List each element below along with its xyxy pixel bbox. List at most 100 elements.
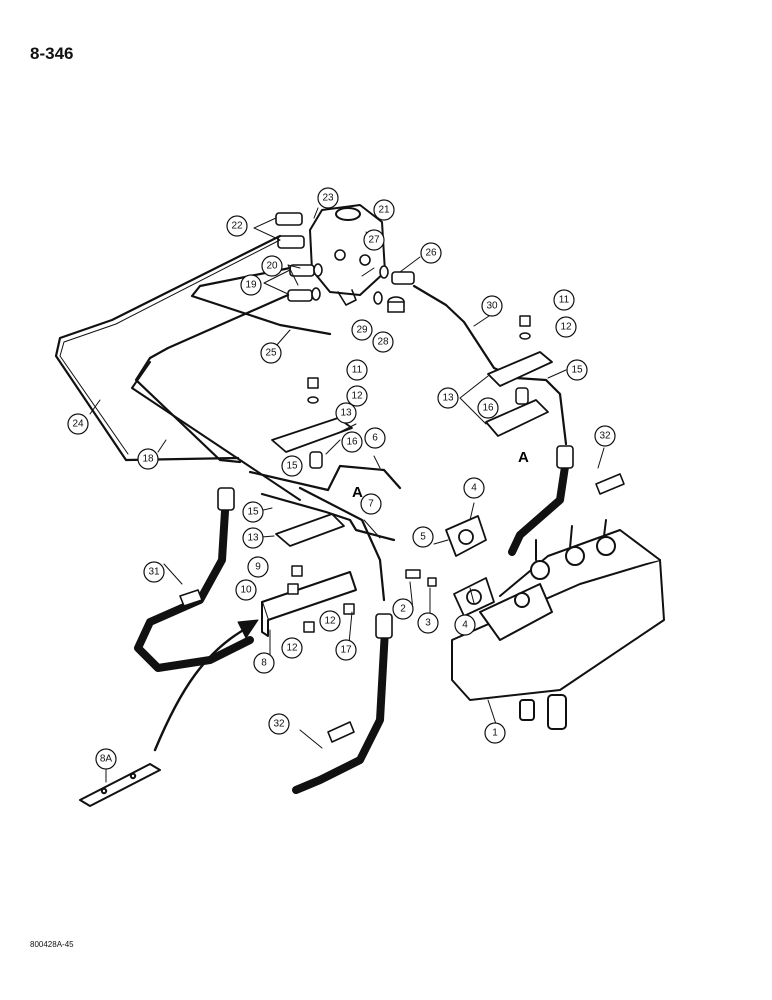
callout-15c: 15 (242, 501, 264, 523)
callout-16b: 16 (341, 431, 363, 453)
callout-27: 27 (363, 229, 385, 251)
callout-2: 2 (392, 598, 414, 620)
callout-11a: 11 (553, 289, 575, 311)
svg-text:24: 24 (72, 419, 84, 430)
tube-6 (248, 464, 402, 492)
callout-12b: 12 (346, 385, 368, 407)
tube-25 (190, 266, 332, 336)
callout-6: 6 (364, 427, 386, 449)
callout-24: 24 (67, 413, 89, 435)
view-label-a-right: A (518, 449, 529, 466)
svg-text:12: 12 (324, 616, 336, 627)
svg-text:22: 22 (231, 221, 243, 232)
svg-text:23: 23 (322, 193, 334, 204)
svg-text:31: 31 (148, 567, 160, 578)
callout-23: 23 (317, 187, 339, 209)
callout-12a: 12 (555, 316, 577, 338)
callout-15b: 15 (281, 455, 303, 477)
callout-12d: 12 (281, 637, 303, 659)
svg-text:13: 13 (442, 393, 454, 404)
callout-32b: 32 (268, 713, 290, 735)
svg-text:28: 28 (377, 337, 389, 348)
tube-18 (134, 293, 290, 464)
bracket-8 (261, 571, 357, 637)
svg-text:18: 18 (142, 454, 154, 465)
callout-9: 9 (247, 556, 269, 578)
callout-8A: 8A (95, 748, 117, 770)
callout-10: 10 (235, 579, 257, 601)
svg-text:16: 16 (482, 403, 494, 414)
callout-19: 19 (240, 274, 262, 296)
svg-text:32: 32 (273, 719, 285, 730)
valve-21 (309, 204, 386, 306)
callout-8: 8 (253, 652, 275, 674)
arrow-8a-to-8 (153, 623, 254, 752)
callout-25: 25 (260, 342, 282, 364)
callout-18: 18 (137, 448, 159, 470)
hoses (134, 456, 570, 794)
callout-21: 21 (373, 199, 395, 221)
hardware (287, 315, 531, 633)
callouts: 21 23 22 27 26 20 19 29 28 25 30 11 12 1… (67, 187, 616, 770)
leader-lines (89, 207, 605, 783)
drawing-code: 800428A-45 (30, 940, 74, 949)
callout-1: 1 (484, 722, 506, 744)
svg-text:16: 16 (346, 437, 358, 448)
svg-text:6: 6 (372, 433, 378, 444)
callout-7: 7 (360, 493, 382, 515)
svg-text:12: 12 (560, 322, 572, 333)
svg-text:15: 15 (247, 507, 259, 518)
svg-text:8: 8 (261, 658, 267, 669)
svg-text:2: 2 (400, 604, 406, 615)
svg-text:11: 11 (559, 295, 570, 306)
callout-30: 30 (481, 295, 503, 317)
svg-text:1: 1 (492, 728, 498, 739)
hose-ends (179, 445, 625, 743)
callout-11b: 11 (346, 359, 368, 381)
svg-text:8A: 8A (100, 754, 113, 765)
fittings-right (373, 265, 415, 313)
callout-31: 31 (143, 561, 165, 583)
callout-4a: 4 (463, 477, 485, 499)
callout-20: 20 (261, 255, 283, 277)
svg-text:5: 5 (420, 532, 426, 543)
flanges-4 (445, 515, 495, 617)
view-label-a-left: A (352, 484, 363, 501)
callout-29: 29 (351, 319, 373, 341)
plate-8a (79, 763, 161, 807)
callout-13b: 13 (335, 402, 357, 424)
callout-12c: 12 (319, 610, 341, 632)
callout-17: 17 (335, 639, 357, 661)
svg-text:26: 26 (425, 248, 437, 259)
svg-text:15: 15 (571, 365, 583, 376)
svg-text:32: 32 (599, 431, 611, 442)
callout-16a: 16 (477, 397, 499, 419)
callout-13c: 13 (242, 527, 264, 549)
callout-3: 3 (417, 612, 439, 634)
svg-text:17: 17 (340, 645, 352, 656)
svg-text:13: 13 (340, 408, 352, 419)
svg-text:13: 13 (247, 533, 259, 544)
svg-text:7: 7 (368, 499, 374, 510)
svg-text:25: 25 (265, 348, 277, 359)
svg-text:21: 21 (378, 205, 390, 216)
callout-26: 26 (420, 242, 442, 264)
svg-text:12: 12 (351, 391, 363, 402)
svg-text:11: 11 (352, 365, 363, 376)
svg-text:12: 12 (286, 643, 298, 654)
svg-text:4: 4 (462, 620, 468, 631)
callout-5: 5 (412, 526, 434, 548)
svg-text:29: 29 (356, 325, 368, 336)
svg-text:4: 4 (471, 483, 477, 494)
svg-text:30: 30 (486, 301, 498, 312)
svg-text:20: 20 (266, 261, 278, 272)
callout-28: 28 (372, 331, 394, 353)
svg-text:10: 10 (240, 585, 252, 596)
callout-15a: 15 (566, 359, 588, 381)
page-number: 8-346 (30, 44, 74, 63)
svg-text:3: 3 (425, 618, 431, 629)
svg-text:27: 27 (368, 235, 380, 246)
svg-text:19: 19 (245, 280, 257, 291)
callout-4b: 4 (454, 614, 476, 636)
